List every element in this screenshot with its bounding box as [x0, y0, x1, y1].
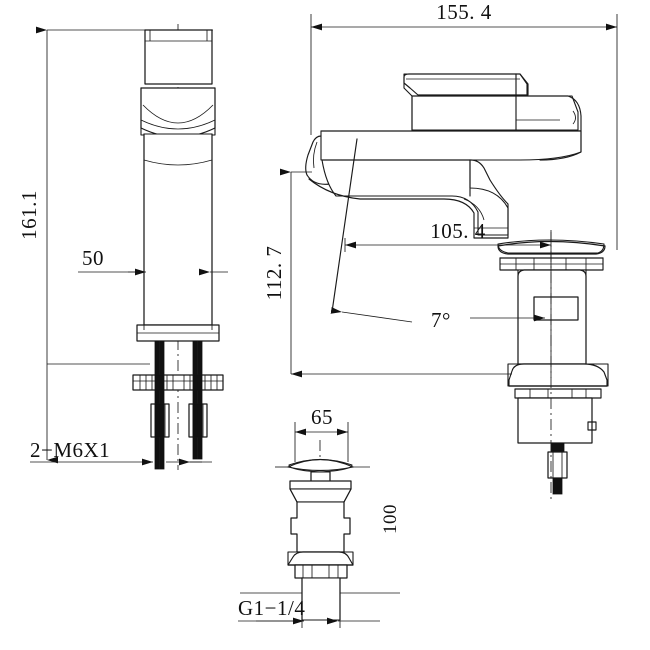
- dimension-label-drain-cap-diameter: 65: [311, 405, 333, 429]
- note-label-thread: 2−M6X1: [30, 438, 110, 462]
- drain-thread-collar: [294, 564, 348, 579]
- dimension-label-body-width: 50: [82, 246, 104, 270]
- drain-barrel-detail: [290, 501, 351, 553]
- drain-detail-view: 65 100 G1−1/4: [238, 405, 401, 628]
- angle-reference-line: [331, 138, 358, 313]
- dimension-spout-angle: 7°: [330, 307, 545, 332]
- dimension-label-spout-height: 112. 7: [262, 246, 286, 301]
- front-hex-nuts: [150, 403, 208, 438]
- side-deck-flange: [497, 239, 606, 271]
- front-mounting-bracket: [132, 374, 224, 391]
- dimension-spout-reach: 105. 4: [344, 219, 551, 252]
- front-elevation-view: 161.1 50 2−M6X1: [17, 24, 228, 470]
- front-handle-collar: [140, 87, 216, 138]
- note-drain-thread-callout: G1−1/4: [238, 596, 380, 628]
- drain-seal-washer: [289, 480, 352, 490]
- front-handle-cap: [144, 29, 213, 85]
- dimension-label-overall-length: 155. 4: [436, 0, 492, 24]
- drain-cap-stem: [310, 471, 331, 482]
- side-drain-barrel: [517, 269, 587, 365]
- dimension-label-spout-reach: 105. 4: [430, 219, 486, 243]
- dimension-body-width: 50: [78, 246, 228, 330]
- front-body-column: [143, 133, 213, 326]
- side-spout: [308, 159, 509, 239]
- side-body-upper: [411, 95, 582, 132]
- dimension-label-height-overall: 161.1: [17, 190, 41, 240]
- dimension-label-drain-length: 100: [380, 504, 401, 534]
- side-handle-lever: [403, 73, 529, 97]
- dimension-label-spout-angle: 7°: [431, 308, 451, 332]
- note-label-drain-thread: G1−1/4: [238, 596, 305, 620]
- drain-overflow-slot: [533, 296, 579, 321]
- side-body-shoulder: [305, 130, 582, 185]
- dimension-spout-height: 112. 7: [262, 168, 512, 378]
- dimension-height-overall: 161.1: [17, 26, 213, 464]
- drain-cap: [275, 459, 370, 473]
- drain-lower-flange-detail: [287, 551, 354, 566]
- drain-upper-body: [289, 488, 352, 503]
- dimension-drain-cap-diameter: 65: [294, 405, 349, 462]
- side-elevation-view: 155. 4 112. 7 105. 4 7°: [262, 0, 618, 500]
- front-base-flange: [136, 324, 220, 342]
- dimension-overall-length: 155. 4: [310, 0, 618, 250]
- side-drain-lower-flange: [507, 363, 609, 399]
- dimension-drain-length: 100: [380, 504, 401, 534]
- side-drain-tailpiece: [517, 397, 597, 495]
- note-thread-callout: 2−M6X1: [30, 438, 212, 466]
